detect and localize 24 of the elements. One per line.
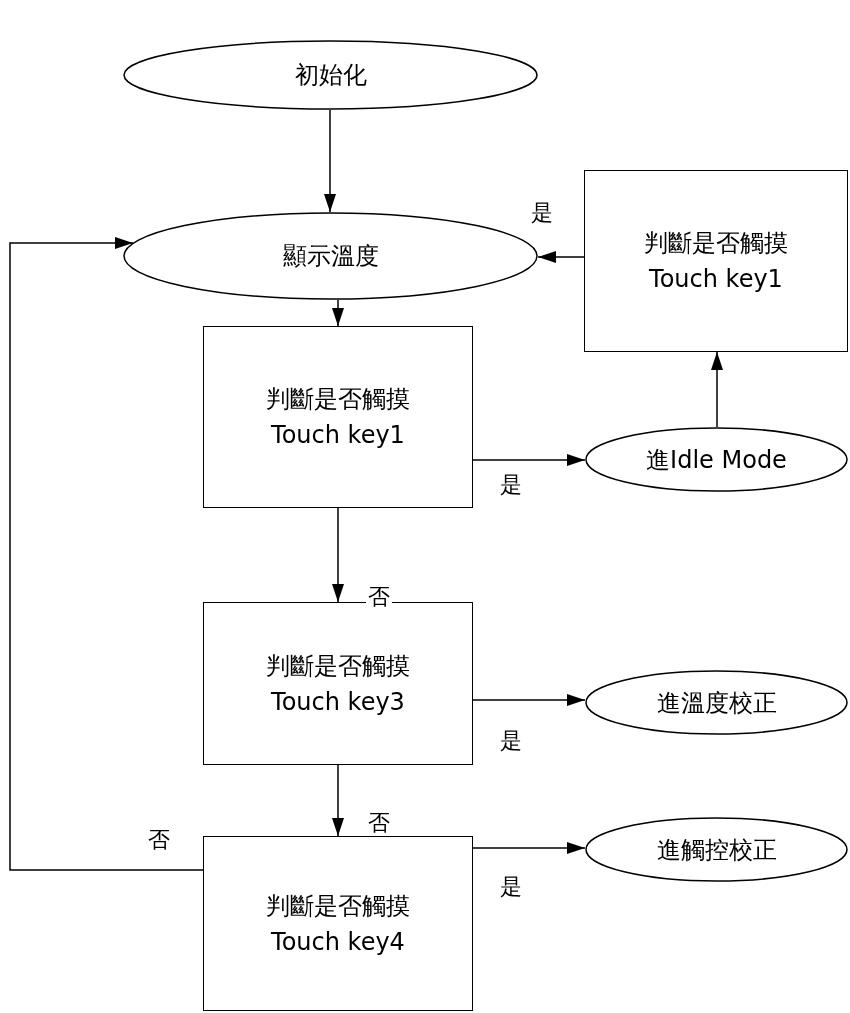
arrow — [472, 454, 586, 466]
arrow — [332, 299, 344, 327]
arrow — [472, 694, 586, 706]
arrow — [9, 237, 204, 871]
arrow — [537, 251, 585, 263]
edge-label: 是 — [498, 472, 524, 498]
edge-label: 否 — [146, 827, 172, 853]
process-ellipse: 進Idle Mode — [585, 427, 848, 492]
edge-label: 否 — [366, 810, 392, 836]
edge-label: 否 — [366, 584, 392, 610]
decision-box: 判斷是否觸摸 Touch key1 — [203, 326, 473, 508]
process-ellipse: 進溫度校正 — [585, 670, 848, 735]
decision-box: 判斷是否觸摸 Touch key1 — [584, 170, 848, 352]
edge-label: 是 — [498, 728, 524, 754]
edge-label: 是 — [498, 874, 524, 900]
arrow — [332, 764, 344, 837]
arrow — [711, 351, 723, 428]
arrow — [324, 109, 336, 213]
decision-box: 判斷是否觸摸 Touch key4 — [203, 836, 473, 1011]
edge-label: 是 — [529, 200, 555, 226]
process-ellipse: 初始化 — [123, 40, 538, 110]
arrow — [472, 842, 586, 854]
process-ellipse: 進觸控校正 — [585, 817, 848, 882]
arrow — [332, 507, 344, 603]
